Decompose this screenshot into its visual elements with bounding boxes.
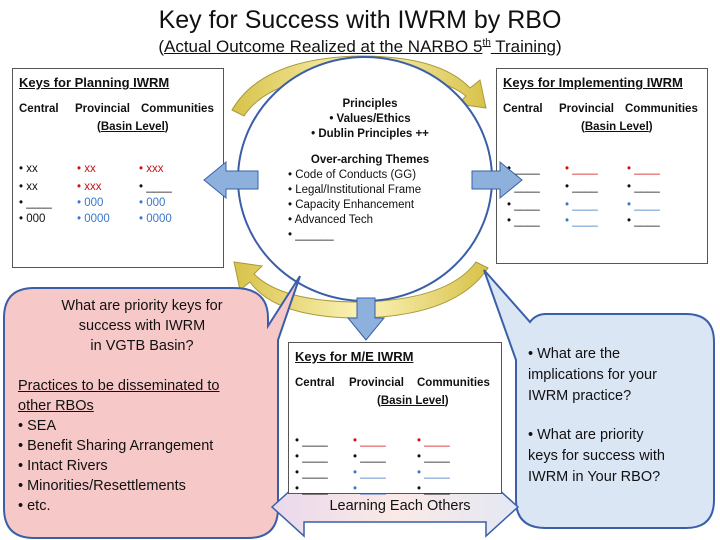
practice-item: • etc. bbox=[18, 498, 51, 514]
implementing-provincial-item: • ____ bbox=[565, 163, 598, 175]
implementing-provincial-item: • ____ bbox=[565, 199, 598, 211]
principle-item: • Values/Ethics bbox=[329, 113, 411, 125]
me-provincial-item: • ____ bbox=[353, 451, 386, 463]
me-panel: Keys for M/E IWRM Central Provincial Com… bbox=[288, 342, 502, 495]
principles-heading: Principles bbox=[342, 98, 398, 110]
practice-item: • Minorities/Resettlements bbox=[18, 478, 186, 494]
planning-communities-item: • 000 bbox=[139, 197, 166, 209]
implementing-provincial-item: • ____ bbox=[565, 181, 598, 193]
planning-provincial-item: • 0000 bbox=[77, 213, 110, 225]
me-communities-item: • ____ bbox=[417, 451, 450, 463]
planning-central-item: • 000 bbox=[19, 213, 46, 225]
theme-item: • Legal/Institutional Frame bbox=[288, 184, 422, 196]
me-col-provincial: Provincial bbox=[349, 377, 404, 389]
principle-item: • Dublin Principles ++ bbox=[311, 128, 429, 140]
page-title: Key for Success with IWRM by RBO bbox=[158, 6, 562, 34]
planning-communities-item: • ____ bbox=[139, 181, 172, 193]
theme-item: • Advanced Tech bbox=[288, 214, 374, 226]
me-col-communities: Communities bbox=[417, 377, 490, 389]
planning-provincial-item: • 000 bbox=[77, 197, 104, 209]
planning-central-item: • xx bbox=[19, 181, 38, 193]
implications-question-line: implications for your bbox=[528, 367, 657, 383]
me-title: Keys for M/E IWRM bbox=[295, 349, 414, 364]
priority-question-line: What are priority keys for bbox=[61, 298, 223, 314]
learning-each-others-label: Learning Each Others bbox=[329, 498, 471, 514]
blue-callout-shape bbox=[483, 269, 715, 529]
planning-provincial-item: • xxx bbox=[77, 181, 102, 193]
implications-question-line: • What are the bbox=[528, 346, 621, 362]
implementing-communities-item: • ____ bbox=[627, 181, 660, 193]
arrow-left-to-planning bbox=[203, 160, 259, 200]
planning-central-item: • ____ bbox=[19, 197, 52, 209]
planning-communities-item: • xxx bbox=[139, 163, 164, 175]
me-provincial-item: • ____ bbox=[353, 435, 386, 447]
me-basin-level: (Basin Level) bbox=[377, 395, 449, 407]
planning-basin-level: (Basin Level) bbox=[97, 121, 169, 133]
priority-keys-question-line: keys for success with bbox=[528, 448, 665, 464]
priority-keys-question-line: • What are priority bbox=[528, 427, 644, 443]
planning-central-item: • xx bbox=[19, 163, 38, 175]
practice-item: • Benefit Sharing Arrangement bbox=[18, 438, 214, 454]
arrow-right-to-implementing bbox=[471, 160, 523, 200]
me-central-item: • ____ bbox=[295, 451, 328, 463]
implementing-provincial-item: • ____ bbox=[565, 215, 598, 227]
priority-keys-question-line: IWRM in Your RBO? bbox=[528, 469, 661, 485]
implementing-col-central: Central bbox=[503, 103, 543, 115]
arrow-down-to-me bbox=[346, 297, 386, 341]
planning-col-provincial: Provincial bbox=[75, 103, 130, 115]
implementing-communities-item: • ____ bbox=[627, 163, 660, 175]
planning-provincial-item: • xx bbox=[77, 163, 96, 175]
me-provincial-item: • ____ bbox=[353, 467, 386, 479]
priority-question-line: success with IWRM bbox=[78, 318, 206, 334]
pink-callout-shape bbox=[3, 275, 301, 539]
planning-col-communities: Communities bbox=[141, 103, 214, 115]
circle-content: Principles • Values/Ethics • Dublin Prin… bbox=[272, 92, 468, 241]
implementing-col-communities: Communities bbox=[625, 103, 698, 115]
implementing-communities-item: • ____ bbox=[627, 215, 660, 227]
implementing-panel: Keys for Implementing IWRM Central Provi… bbox=[496, 68, 708, 264]
me-central-item: • ____ bbox=[295, 483, 328, 495]
me-communities-item: • ____ bbox=[417, 467, 450, 479]
themes-heading: Over-arching Themes bbox=[310, 154, 430, 166]
implementing-col-provincial: Provincial bbox=[559, 103, 614, 115]
theme-item: • Capacity Enhancement bbox=[288, 199, 415, 211]
theme-item: • ______ bbox=[288, 229, 334, 241]
blue-callout: • What are the implications for your IWR… bbox=[528, 344, 708, 488]
cycle-arrow-bottom bbox=[233, 261, 489, 319]
planning-col-central: Central bbox=[19, 103, 59, 115]
implementing-communities-item: • ____ bbox=[627, 199, 660, 211]
me-col-central: Central bbox=[295, 377, 335, 389]
planning-title: Keys for Planning IWRM bbox=[19, 75, 170, 90]
me-central-item: • ____ bbox=[295, 435, 328, 447]
implementing-basin-level: (Basin Level) bbox=[581, 121, 653, 133]
me-communities-item: • ____ bbox=[417, 435, 450, 447]
implications-question-line: IWRM practice? bbox=[528, 388, 632, 404]
planning-panel: Keys for Planning IWRM Central Provincia… bbox=[12, 68, 224, 268]
me-provincial-item: • ____ bbox=[353, 483, 386, 495]
practice-item: • Intact Rivers bbox=[18, 458, 108, 474]
implementing-central-item: • ____ bbox=[507, 199, 540, 211]
priority-question-line: in VGTB Basin? bbox=[90, 338, 194, 354]
me-central-item: • ____ bbox=[295, 467, 328, 479]
me-communities-item: • ____ bbox=[417, 483, 450, 495]
practice-item: • SEA bbox=[18, 418, 57, 434]
page-subtitle: (Actual Outcome Realized at the NARBO 5t… bbox=[158, 37, 562, 56]
pink-callout: What are priority keys for success with … bbox=[18, 296, 266, 516]
practices-heading-cont: other RBOs bbox=[18, 398, 94, 414]
theme-item: • Code of Conducts (GG) bbox=[288, 169, 417, 181]
practices-heading: Practices to be disseminated to bbox=[18, 378, 220, 394]
implementing-title: Keys for Implementing IWRM bbox=[503, 75, 683, 90]
implementing-central-item: • ____ bbox=[507, 163, 540, 175]
implementing-central-item: • ____ bbox=[507, 215, 540, 227]
planning-communities-item: • 0000 bbox=[139, 213, 172, 225]
